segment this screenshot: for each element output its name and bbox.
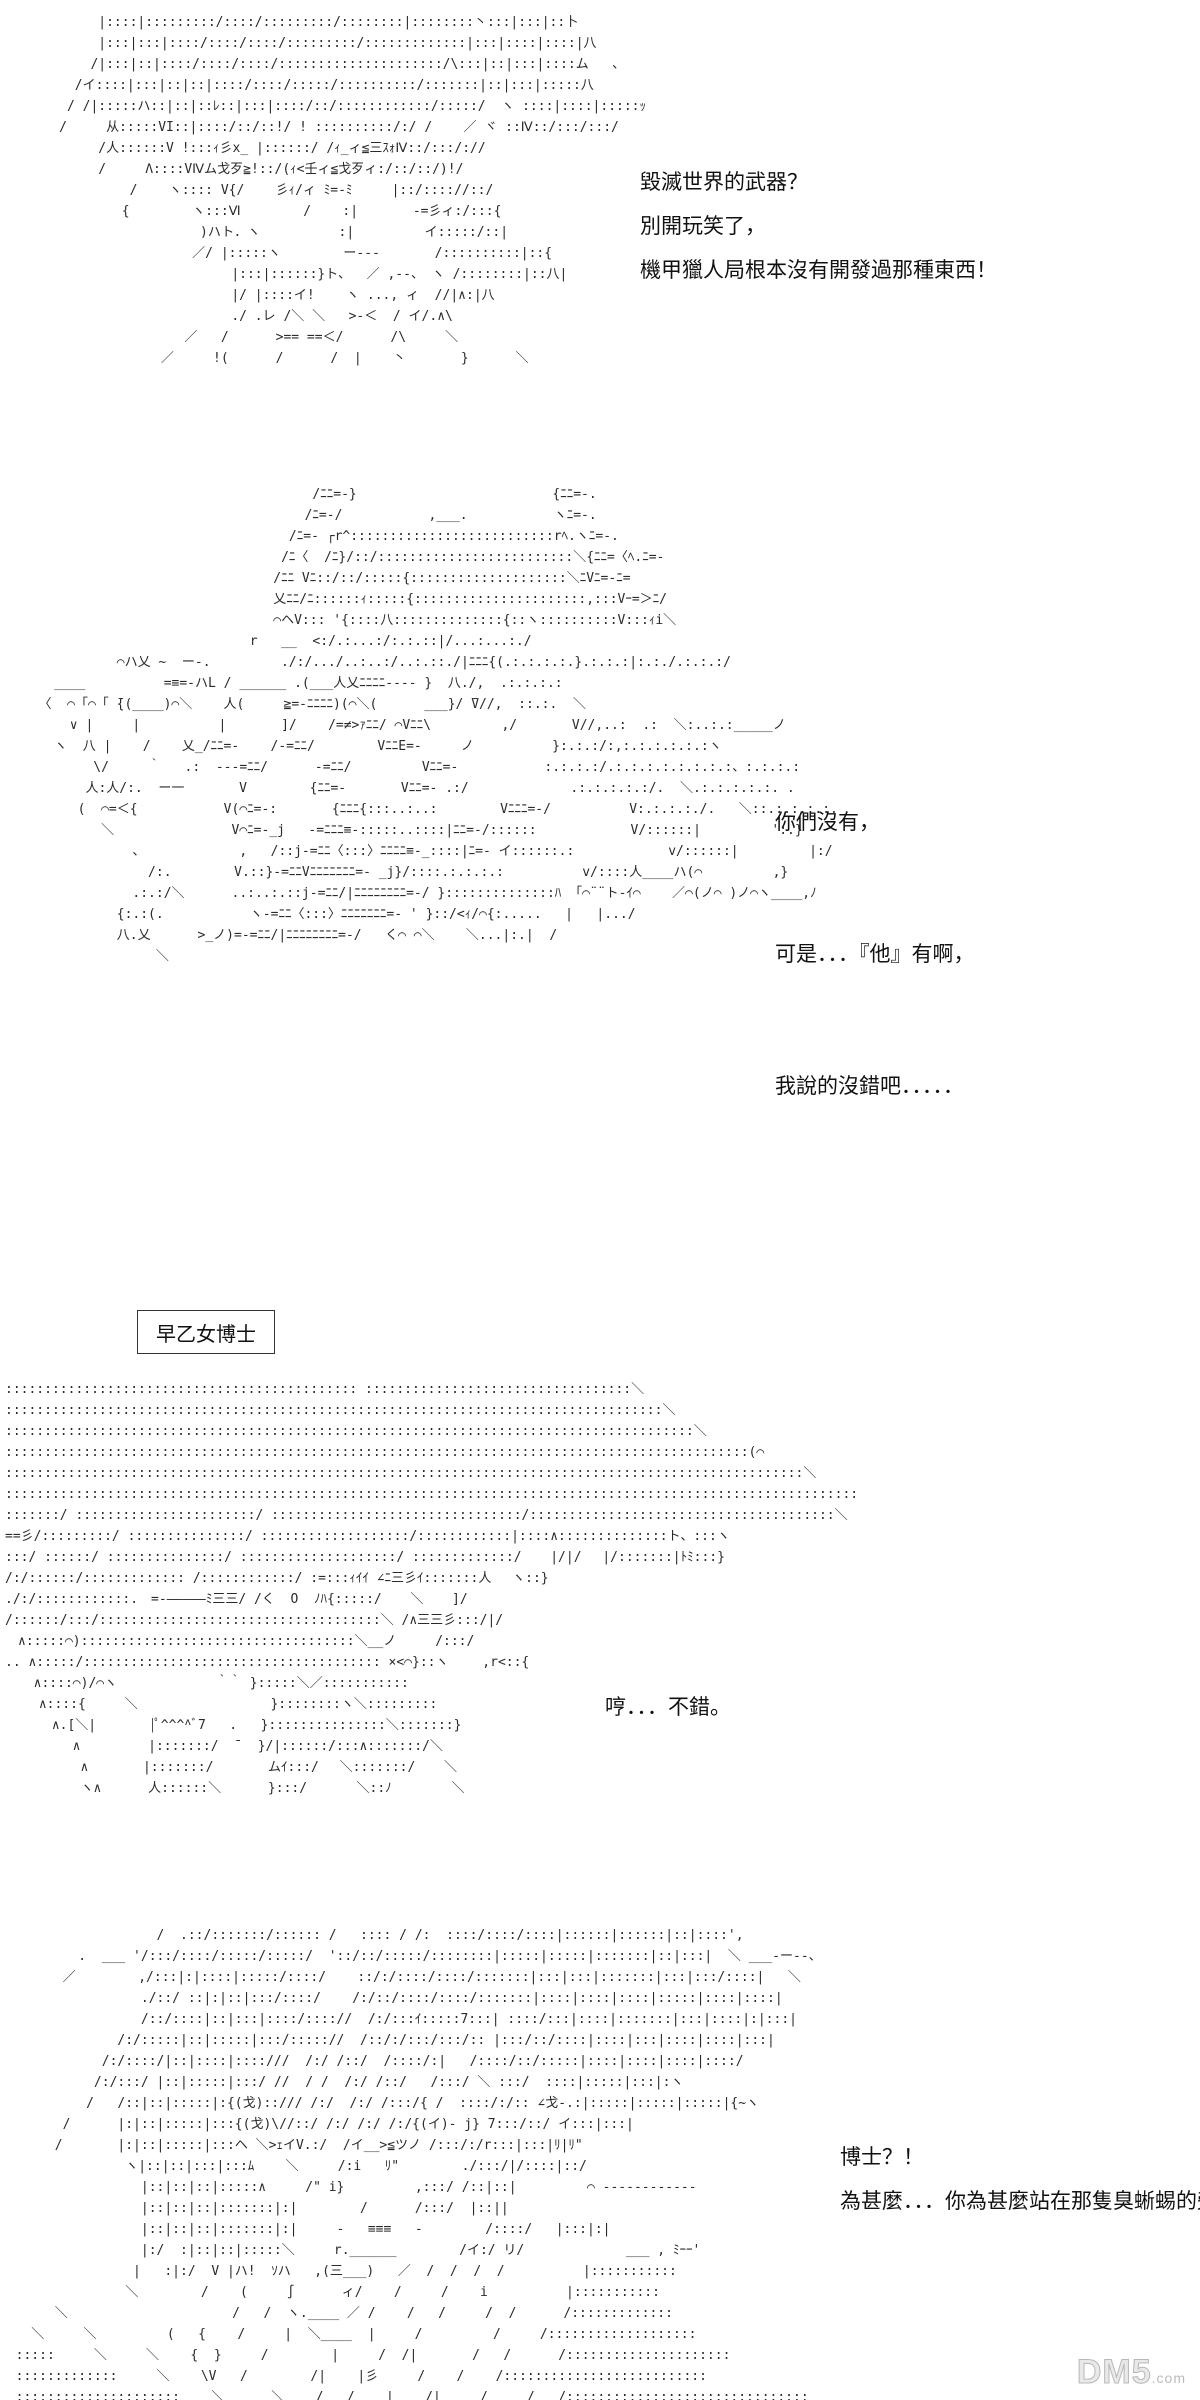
dialog-line: 別開玩笑了，	[640, 214, 766, 238]
site-watermark-logo: DM5.com	[1076, 2353, 1186, 2392]
dialog-line: 機甲獵人局根本沒有開發過那種東西！	[640, 258, 997, 282]
panel-4: / .::/:::::::/:::::: / :::: / /: ::::/::…	[0, 1925, 1200, 2400]
dialog-line: 為甚麼．．．你為甚麼站在那隻臭蜥蜴的旁邊！	[840, 2189, 1200, 2213]
ascii-art-pilot-shocked: / .::/:::::::/:::::: / :::: / /: ::::/::…	[15, 1928, 822, 2400]
dialog-line: 可是．．．『他』有啊，	[775, 942, 975, 966]
ascii-art-doctor: ::::::::::::::::::::::::::::::::::::::::…	[5, 1382, 859, 1796]
dialog-line: 我說的沒錯吧．．．．．	[775, 1074, 964, 1098]
panel-2: /ﾆﾆ=-} {ﾆﾆ=-. /ﾆ=-/ ,___. ヽﾆ=-. /ﾆ=- ┌r^…	[0, 470, 1200, 1270]
watermark-brand: DM5	[1076, 2353, 1152, 2392]
speaker-name-tag: 早乙女博士	[137, 1310, 275, 1354]
ascii-art-girl-shouting: |::::|:::::::::/::::/:::::::::/::::::::|…	[59, 15, 646, 366]
panel-3: ::::::::::::::::::::::::::::::::::::::::…	[0, 1375, 1200, 1915]
dialog-line: 博士？！	[840, 2145, 924, 2169]
dialog-panel-2: 你們沒有， 可是．．．『他』有啊， 我說的沒錯吧．．．．．	[775, 712, 975, 1196]
ascii-art-mecha-pilot: /ﾆﾆ=-} {ﾆﾆ=-. /ﾆ=-/ ,___. ヽﾆ=-. /ﾆ=- ┌r^…	[15, 484, 974, 1098]
dialog-line: 毀滅世界的武器？	[640, 170, 808, 194]
dialog-panel-1: 毀滅世界的武器？ 別開玩笑了， 機甲獵人局根本沒有開發過那種東西！	[640, 160, 997, 292]
dialog-panel-4: 博士？！ 為甚麼．．．你為甚麼站在那隻臭蜥蜴的旁邊！	[840, 2135, 1200, 2223]
panel-1: |::::|:::::::::/::::/:::::::::/::::::::|…	[0, 0, 1200, 460]
dialog-line: 哼．．．不錯。	[605, 1695, 731, 1719]
dialog-line: 你們沒有，	[775, 810, 880, 834]
watermark-suffix: .com	[1151, 2370, 1186, 2386]
dialog-panel-3: 哼．．．不錯。	[605, 1685, 731, 1729]
